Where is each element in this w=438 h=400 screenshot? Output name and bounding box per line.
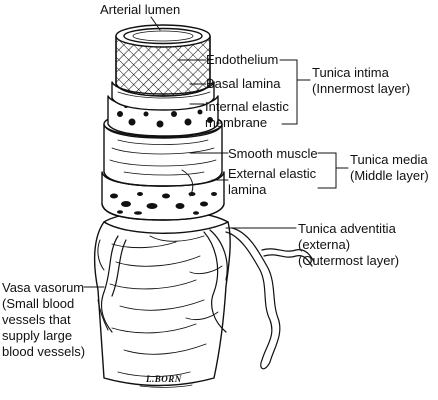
label-tunica-media-line1: Tunica media [350,152,428,167]
label-tunica-adventitia-line1: Tunica adventitia [298,221,396,236]
label-tunica-adventitia-line2: (externa) [298,237,351,252]
signature-underline [139,384,193,388]
label-basal-lamina: Basal lamina [206,76,281,91]
label-vasa-vasorum-line1: Vasa vasorum [2,280,85,295]
label-vasa-vasorum-line2: (Small blood [2,296,75,311]
label-internal-elastic-line2: membrane [205,115,268,130]
label-vasa-vasorum-line3: vessels that [2,312,71,327]
label-arterial-lumen: Arterial lumen [100,2,181,17]
label-external-elastic-line2: lamina [228,182,267,197]
label-smooth-muscle: Smooth muscle [228,146,318,161]
label-tunica-adventitia-line3: (Outermost layer) [298,253,400,268]
label-tunica-media-line2: (Middle layer) [350,168,429,183]
internal-elastic-membrane-layer [107,95,219,137]
label-endothelium: Endothelium [206,52,279,67]
vasa-vasorum-vessels [100,227,315,370]
label-vasa-vasorum-line4: supply large [2,328,73,343]
leader-lines [83,16,349,288]
artist-signature: L.BORN [146,374,182,384]
label-internal-elastic-line1: Internal elastic [205,99,289,114]
label-tunica-intima-line1: Tunica intima [312,65,389,80]
label-external-elastic-line1: External elastic [228,166,317,181]
label-vasa-vasorum-line5: blood vessels) [2,344,86,359]
endothelium-layer [115,24,211,97]
tunica-adventitia-layer [93,209,231,387]
label-tunica-intima-line2: (Innermost layer) [312,81,411,96]
